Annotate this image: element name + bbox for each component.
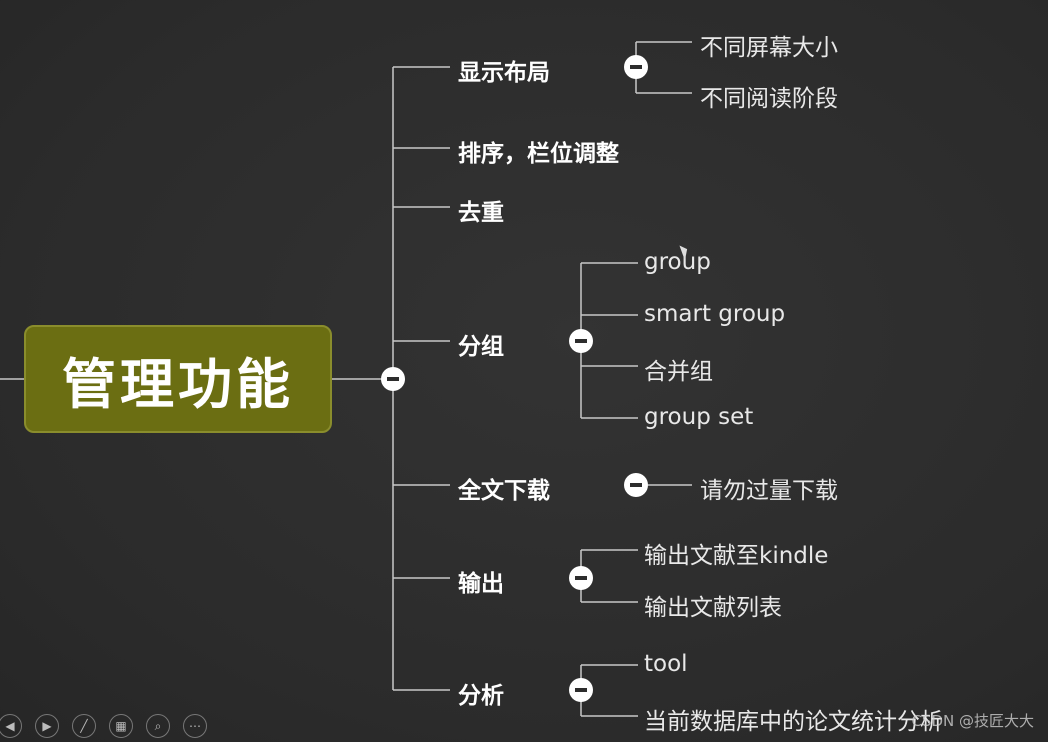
- leaf-node[interactable]: smart group: [644, 301, 786, 327]
- leaf-node[interactable]: 输出文献至kindle: [644, 543, 829, 569]
- leaf-node[interactable]: group: [644, 249, 711, 275]
- branch-node[interactable]: 排序，栏位调整: [458, 141, 619, 167]
- leaf-node[interactable]: 不同屏幕大小: [700, 35, 838, 61]
- pen-icon[interactable]: ╱: [72, 714, 96, 738]
- leaf-node[interactable]: 当前数据库中的论文统计分析: [644, 709, 943, 735]
- leaf-node[interactable]: 不同阅读阶段: [700, 86, 838, 112]
- branch-node[interactable]: 显示布局: [458, 60, 550, 86]
- collapse-toggle[interactable]: [624, 55, 648, 79]
- next-icon[interactable]: ▶: [35, 714, 59, 738]
- root-node[interactable]: 管理功能: [24, 325, 332, 433]
- slides-icon[interactable]: ▦: [109, 714, 133, 738]
- leaf-node[interactable]: tool: [644, 651, 688, 677]
- leaf-node[interactable]: 请勿过量下载: [700, 478, 838, 504]
- collapse-toggle-root[interactable]: [381, 367, 405, 391]
- leaf-node[interactable]: group set: [644, 404, 754, 430]
- leaf-node[interactable]: 输出文献列表: [644, 595, 782, 621]
- more-icon[interactable]: ⋯: [183, 714, 207, 738]
- branch-node[interactable]: 去重: [458, 200, 504, 226]
- collapse-toggle[interactable]: [624, 473, 648, 497]
- collapse-toggle[interactable]: [569, 678, 593, 702]
- branch-node[interactable]: 全文下载: [458, 478, 550, 504]
- zoom-icon[interactable]: ⌕: [146, 714, 170, 738]
- branch-node[interactable]: 分组: [458, 334, 504, 360]
- branch-node[interactable]: 分析: [458, 683, 504, 709]
- watermark: CSDN @技匠大大: [911, 712, 1034, 730]
- presentation-toolbar: ◀ ▶ ╱ ▦ ⌕ ⋯: [0, 712, 220, 742]
- leaf-node[interactable]: 合并组: [644, 359, 713, 385]
- collapse-toggle[interactable]: [569, 329, 593, 353]
- collapse-toggle[interactable]: [569, 566, 593, 590]
- prev-icon[interactable]: ◀: [0, 714, 22, 738]
- branch-node[interactable]: 输出: [458, 571, 504, 597]
